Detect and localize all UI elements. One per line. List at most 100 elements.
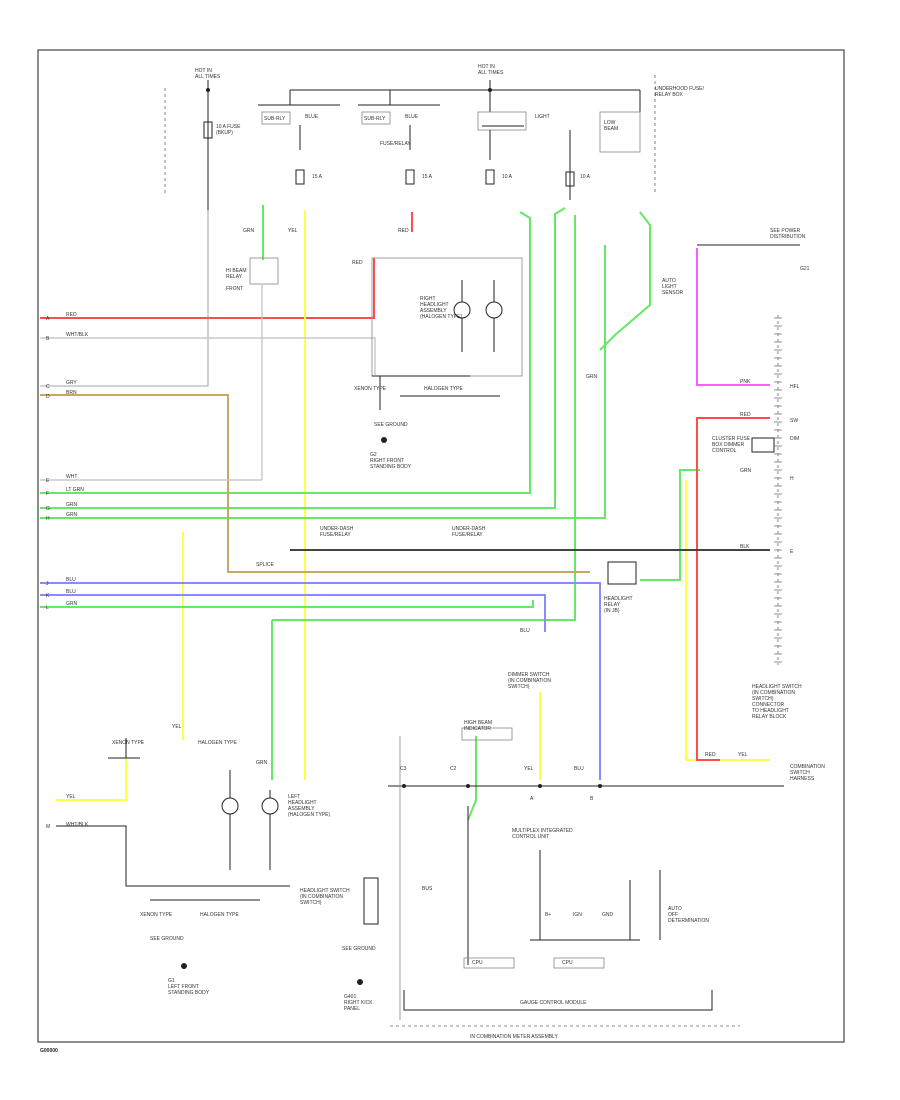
svg-text:DETERMINATION: DETERMINATION — [668, 918, 709, 924]
svg-text:SUB-RLY: SUB-RLY — [264, 116, 286, 122]
svg-text:SW: SW — [790, 418, 798, 424]
svg-text:A: A — [46, 316, 50, 322]
svg-text:HALOGEN TYPE: HALOGEN TYPE — [424, 386, 463, 392]
svg-text:WHT/BLK: WHT/BLK — [66, 332, 89, 338]
svg-text:LIGHT: LIGHT — [535, 114, 550, 120]
svg-text:SEE GROUND: SEE GROUND — [342, 946, 376, 952]
svg-text:INDICATOR: INDICATOR — [464, 726, 491, 732]
meter-bus-junctions: C3 C2 A B — [400, 766, 602, 802]
wire-magenta — [696, 248, 770, 386]
svg-text:HEADLIGHT: HEADLIGHT — [604, 596, 633, 602]
wire-tags: RED WHT/BLK GRY BRN WHT LT GRN GRN GRN B… — [66, 228, 752, 828]
svg-text:C: C — [46, 384, 50, 390]
svg-text:10 A: 10 A — [502, 174, 513, 180]
svg-text:PANEL: PANEL — [344, 1006, 360, 1012]
svg-text:RED: RED — [740, 412, 751, 418]
svg-text:15 A: 15 A — [312, 174, 323, 180]
svg-text:IGN: IGN — [573, 912, 582, 918]
svg-text:XENON TYPE: XENON TYPE — [112, 740, 145, 746]
svg-text:SENSOR: SENSOR — [662, 290, 684, 296]
svg-text:XENON TYPE: XENON TYPE — [354, 386, 387, 392]
right-headlight-assembly: RIGHT HEADLIGHT ASSEMBLY (HALOGEN TYPE) … — [354, 257, 523, 470]
svg-text:SWITCH: SWITCH — [790, 770, 810, 776]
svg-text:HEADLIGHT: HEADLIGHT — [420, 302, 449, 308]
svg-text:GRN: GRN — [243, 228, 255, 234]
svg-text:RELAY BOX: RELAY BOX — [655, 92, 684, 98]
svg-text:CONTROL: CONTROL — [712, 448, 737, 454]
svg-text:RELAY: RELAY — [226, 274, 243, 280]
svg-text:BOX DIMMER: BOX DIMMER — [712, 442, 745, 448]
svg-text:CPU: CPU — [562, 960, 573, 966]
svg-text:GND: GND — [602, 912, 614, 918]
svg-text:GRN: GRN — [586, 374, 598, 380]
svg-text:IN COMBINATION METER ASSEMBLY: IN COMBINATION METER ASSEMBLY — [470, 1034, 559, 1040]
svg-text:GRN: GRN — [66, 502, 78, 508]
top-power-section: HOT IN ALL TIMES 10 A FUSE (BKUP) HOT IN… — [164, 64, 705, 210]
svg-text:H: H — [790, 476, 794, 482]
svg-text:HFL: HFL — [790, 384, 800, 390]
svg-text:FUSE/RELAY: FUSE/RELAY — [380, 141, 411, 147]
svg-text:G21: G21 — [800, 266, 810, 272]
svg-text:HALOGEN TYPE: HALOGEN TYPE — [198, 740, 237, 746]
svg-text:RELAY: RELAY — [604, 602, 621, 608]
svg-text:SWITCH): SWITCH) — [752, 696, 774, 702]
headlight-relay-mid: HEADLIGHT RELAY (IN JB) — [604, 561, 637, 614]
svg-text:RELAY BLOCK: RELAY BLOCK — [752, 714, 787, 720]
fuse-10a — [203, 121, 213, 139]
gauge-control-section: HIGH BEAM INDICATOR MULTIPLEX INTEGRATED… — [388, 720, 784, 1040]
dimmer-switch-label: DIMMER SWITCH (IN COMBINATION SWITCH) — [508, 672, 551, 690]
svg-text:G401: G401 — [344, 994, 356, 1000]
svg-text:AUTO: AUTO — [662, 278, 676, 284]
svg-text:CONTROL UNIT: CONTROL UNIT — [512, 834, 549, 840]
svg-text:(IN COMBINATION: (IN COMBINATION — [752, 690, 795, 696]
svg-text:GRN: GRN — [740, 468, 752, 474]
ground-symbol — [181, 963, 187, 969]
svg-text:CONNECTOR: CONNECTOR — [752, 702, 785, 708]
svg-text:FRONT: FRONT — [226, 286, 243, 292]
svg-text:A: A — [530, 796, 534, 802]
svg-text:B: B — [46, 336, 50, 342]
svg-text:(HALOGEN TYPE): (HALOGEN TYPE) — [288, 812, 330, 818]
cluster-dimmer-box: CLUSTER FUSE BOX DIMMER CONTROL — [712, 436, 775, 454]
svg-text:15 A: 15 A — [422, 174, 433, 180]
relay-box-4 — [599, 111, 641, 153]
svg-text:C2: C2 — [450, 766, 457, 772]
svg-text:RED: RED — [66, 312, 77, 318]
svg-text:(BKUP): (BKUP) — [216, 130, 233, 136]
svg-text:LOW: LOW — [604, 120, 616, 126]
svg-text:RIGHT: RIGHT — [420, 296, 436, 302]
svg-text:HALOGEN TYPE: HALOGEN TYPE — [200, 912, 239, 918]
svg-text:SWITCH): SWITCH) — [508, 684, 530, 690]
svg-text:ASSEMBLY: ASSEMBLY — [288, 806, 315, 812]
svg-text:YEL: YEL — [738, 752, 748, 758]
hi-beam-relay: HI BEAM RELAY FRONT — [226, 257, 279, 292]
svg-text:LEFT FRONT: LEFT FRONT — [168, 984, 199, 990]
relay-box-3 — [477, 111, 527, 131]
svg-text:STANDING BODY: STANDING BODY — [168, 990, 210, 996]
svg-text:HEADLIGHT SWITCH: HEADLIGHT SWITCH — [300, 888, 350, 894]
svg-text:RIGHT KICK: RIGHT KICK — [344, 1000, 373, 1006]
svg-text:ALL TIMES: ALL TIMES — [195, 74, 221, 80]
figure-code: G00000 — [40, 1048, 58, 1054]
svg-text:SEE GROUND: SEE GROUND — [150, 936, 184, 942]
wire-tan — [40, 394, 590, 573]
svg-text:BLUE: BLUE — [305, 114, 319, 120]
svg-text:E: E — [790, 549, 794, 555]
wire-red-right — [696, 417, 770, 761]
svg-text:B+: B+ — [545, 912, 551, 918]
svg-text:GAUGE CONTROL MODULE: GAUGE CONTROL MODULE — [520, 1000, 587, 1006]
splice-labels: UNDER-DASH FUSE/RELAY UNDER-DASH FUSE/RE… — [256, 526, 486, 568]
svg-text:GRN: GRN — [256, 760, 268, 766]
wire-grn-1 — [40, 211, 531, 494]
svg-text:HI BEAM: HI BEAM — [226, 268, 247, 274]
svg-text:G: G — [46, 506, 50, 512]
svg-text:GRY: GRY — [66, 380, 77, 386]
svg-text:FUSE/RELAY: FUSE/RELAY — [320, 532, 351, 538]
svg-text:J: J — [46, 581, 49, 587]
left-pin-letters: A B C D E F G H J K L M — [46, 316, 50, 830]
svg-text:E: E — [46, 478, 50, 484]
svg-text:MULTIPLEX INTEGRATED: MULTIPLEX INTEGRATED — [512, 828, 573, 834]
svg-text:G1: G1 — [168, 978, 175, 984]
